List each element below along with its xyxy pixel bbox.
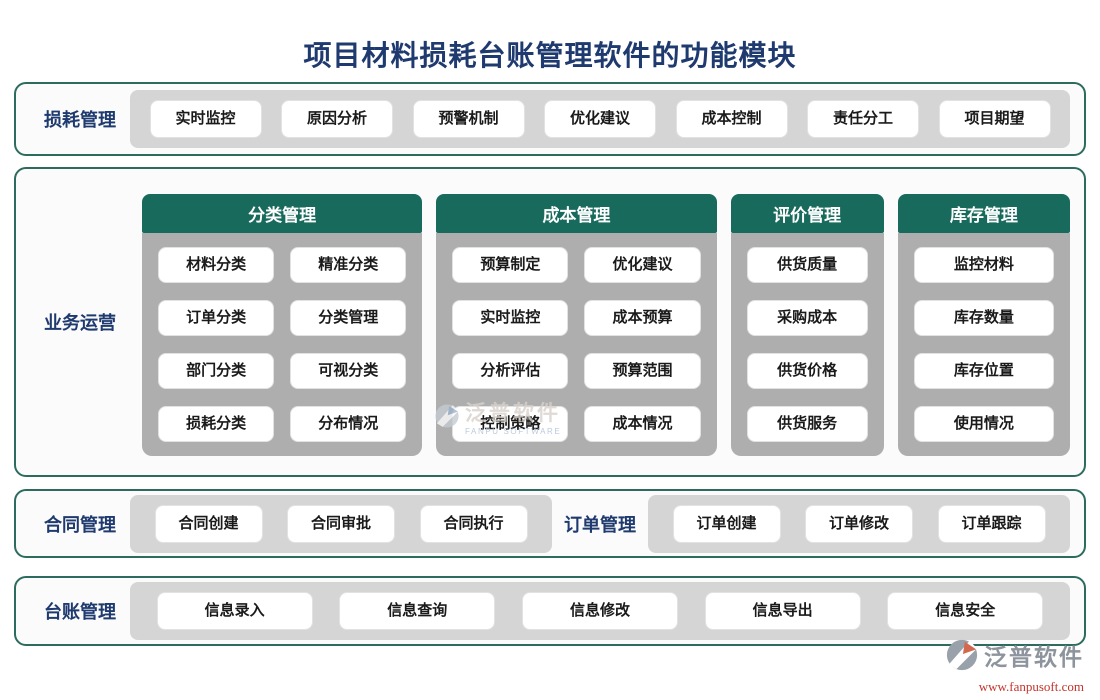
module-button[interactable]: 成本情况 [584,406,701,442]
business-columns: 分类管理材料分类精准分类订单分类分类管理部门分类可视分类损耗分类分布情况成本管理… [142,194,1071,456]
module-button[interactable]: 责任分工 [807,100,919,138]
business-column-header: 评价管理 [730,194,884,233]
module-button[interactable]: 信息导出 [704,592,861,630]
module-button[interactable]: 材料分类 [158,247,275,283]
section-contract-order: 合同管理 合同创建 合同审批 合同执行 订单管理 订单创建 订单修改 订单跟踪 [14,489,1086,558]
ledger-tray: 信息录入 信息查询 信息修改 信息导出 信息安全 [130,582,1070,640]
section-label-order: 订单管理 [564,514,636,535]
module-button[interactable]: 信息录入 [156,592,313,630]
business-column: 成本管理预算制定优化建议实时监控成本预算分析评估预算范围控制策略成本情况 [436,194,717,456]
business-column-body: 材料分类精准分类订单分类分类管理部门分类可视分类损耗分类分布情况 [142,233,423,456]
module-button[interactable]: 信息修改 [521,592,678,630]
section-label-business: 业务运营 [44,313,116,333]
business-column: 分类管理材料分类精准分类订单分类分类管理部门分类可视分类损耗分类分布情况 [142,194,423,456]
module-button[interactable]: 实时监控 [452,300,569,336]
module-button[interactable]: 订单修改 [805,504,913,543]
section-loss-management: 损耗管理 实时监控 原因分析 预警机制 优化建议 成本控制 责任分工 项目期望 [14,82,1086,156]
section-label-loss: 损耗管理 [44,110,116,130]
module-button[interactable]: 订单跟踪 [937,504,1046,543]
module-button[interactable]: 优化建议 [544,100,656,138]
module-button[interactable]: 原因分析 [281,100,393,138]
page-title: 项目材料损耗台账管理软件的功能模块 [303,40,797,71]
fanpu-logo-icon [945,638,979,677]
section-business-operations: 业务运营 分类管理材料分类精准分类订单分类分类管理部门分类可视分类损耗分类分布情… [14,167,1086,477]
module-button[interactable]: 部门分类 [158,353,275,389]
section-label-contract: 合同管理 [44,514,116,535]
section-label-ledger: 台账管理 [44,602,116,622]
module-button[interactable]: 预算范围 [584,353,701,389]
business-column: 库存管理监控材料库存数量库存位置使用情况 [897,194,1071,456]
business-column-header: 库存管理 [897,194,1071,233]
module-button[interactable]: 分布情况 [290,406,407,442]
business-column-body: 供货质量采购成本供货价格供货服务 [730,233,884,456]
module-button[interactable]: 分析评估 [452,353,569,389]
module-button[interactable]: 供货服务 [746,406,868,442]
module-button[interactable]: 损耗分类 [158,406,275,442]
module-button[interactable]: 成本预算 [584,300,701,336]
module-button[interactable]: 成本控制 [675,100,788,138]
brand-footer: 泛普软件 www.fanpusoft.com [945,638,1084,695]
module-button[interactable]: 项目期望 [938,100,1051,138]
module-button[interactable]: 订单分类 [158,300,275,336]
business-column: 评价管理供货质量采购成本供货价格供货服务 [730,194,884,456]
module-button[interactable]: 精准分类 [290,247,407,283]
module-button[interactable]: 合同创建 [154,504,263,543]
module-button[interactable]: 实时监控 [149,100,262,138]
brand-name: 泛普软件 [984,644,1084,670]
module-button[interactable]: 使用情况 [913,406,1055,442]
module-button[interactable]: 监控材料 [913,247,1055,283]
module-button[interactable]: 预警机制 [412,100,525,138]
business-column-header: 分类管理 [142,194,423,233]
module-button[interactable]: 订单创建 [672,504,781,543]
module-button[interactable]: 预算制定 [452,247,569,283]
module-button[interactable]: 信息查询 [339,592,496,630]
module-button[interactable]: 采购成本 [746,300,868,336]
module-button[interactable]: 供货价格 [746,353,868,389]
module-button[interactable]: 信息安全 [887,592,1044,630]
module-button[interactable]: 控制策略 [452,406,569,442]
module-button[interactable]: 优化建议 [584,247,701,283]
module-button[interactable]: 库存数量 [913,300,1055,336]
module-button[interactable]: 合同审批 [287,504,395,543]
business-column-body: 预算制定优化建议实时监控成本预算分析评估预算范围控制策略成本情况 [436,233,717,456]
business-column-body: 监控材料库存数量库存位置使用情况 [897,233,1071,456]
section-ledger-management: 台账管理 信息录入 信息查询 信息修改 信息导出 信息安全 [14,576,1086,646]
module-button[interactable]: 供货质量 [746,247,868,283]
brand-url: www.fanpusoft.com [978,679,1084,694]
loss-tray: 实时监控 原因分析 预警机制 优化建议 成本控制 责任分工 项目期望 [130,90,1070,148]
module-button[interactable]: 库存位置 [913,353,1055,389]
module-button[interactable]: 合同执行 [419,504,528,543]
module-button[interactable]: 可视分类 [290,353,407,389]
business-column-header: 成本管理 [436,194,717,233]
module-button[interactable]: 分类管理 [290,300,407,336]
order-tray: 订单创建 订单修改 订单跟踪 [648,494,1070,553]
contract-tray: 合同创建 合同审批 合同执行 [130,494,552,553]
